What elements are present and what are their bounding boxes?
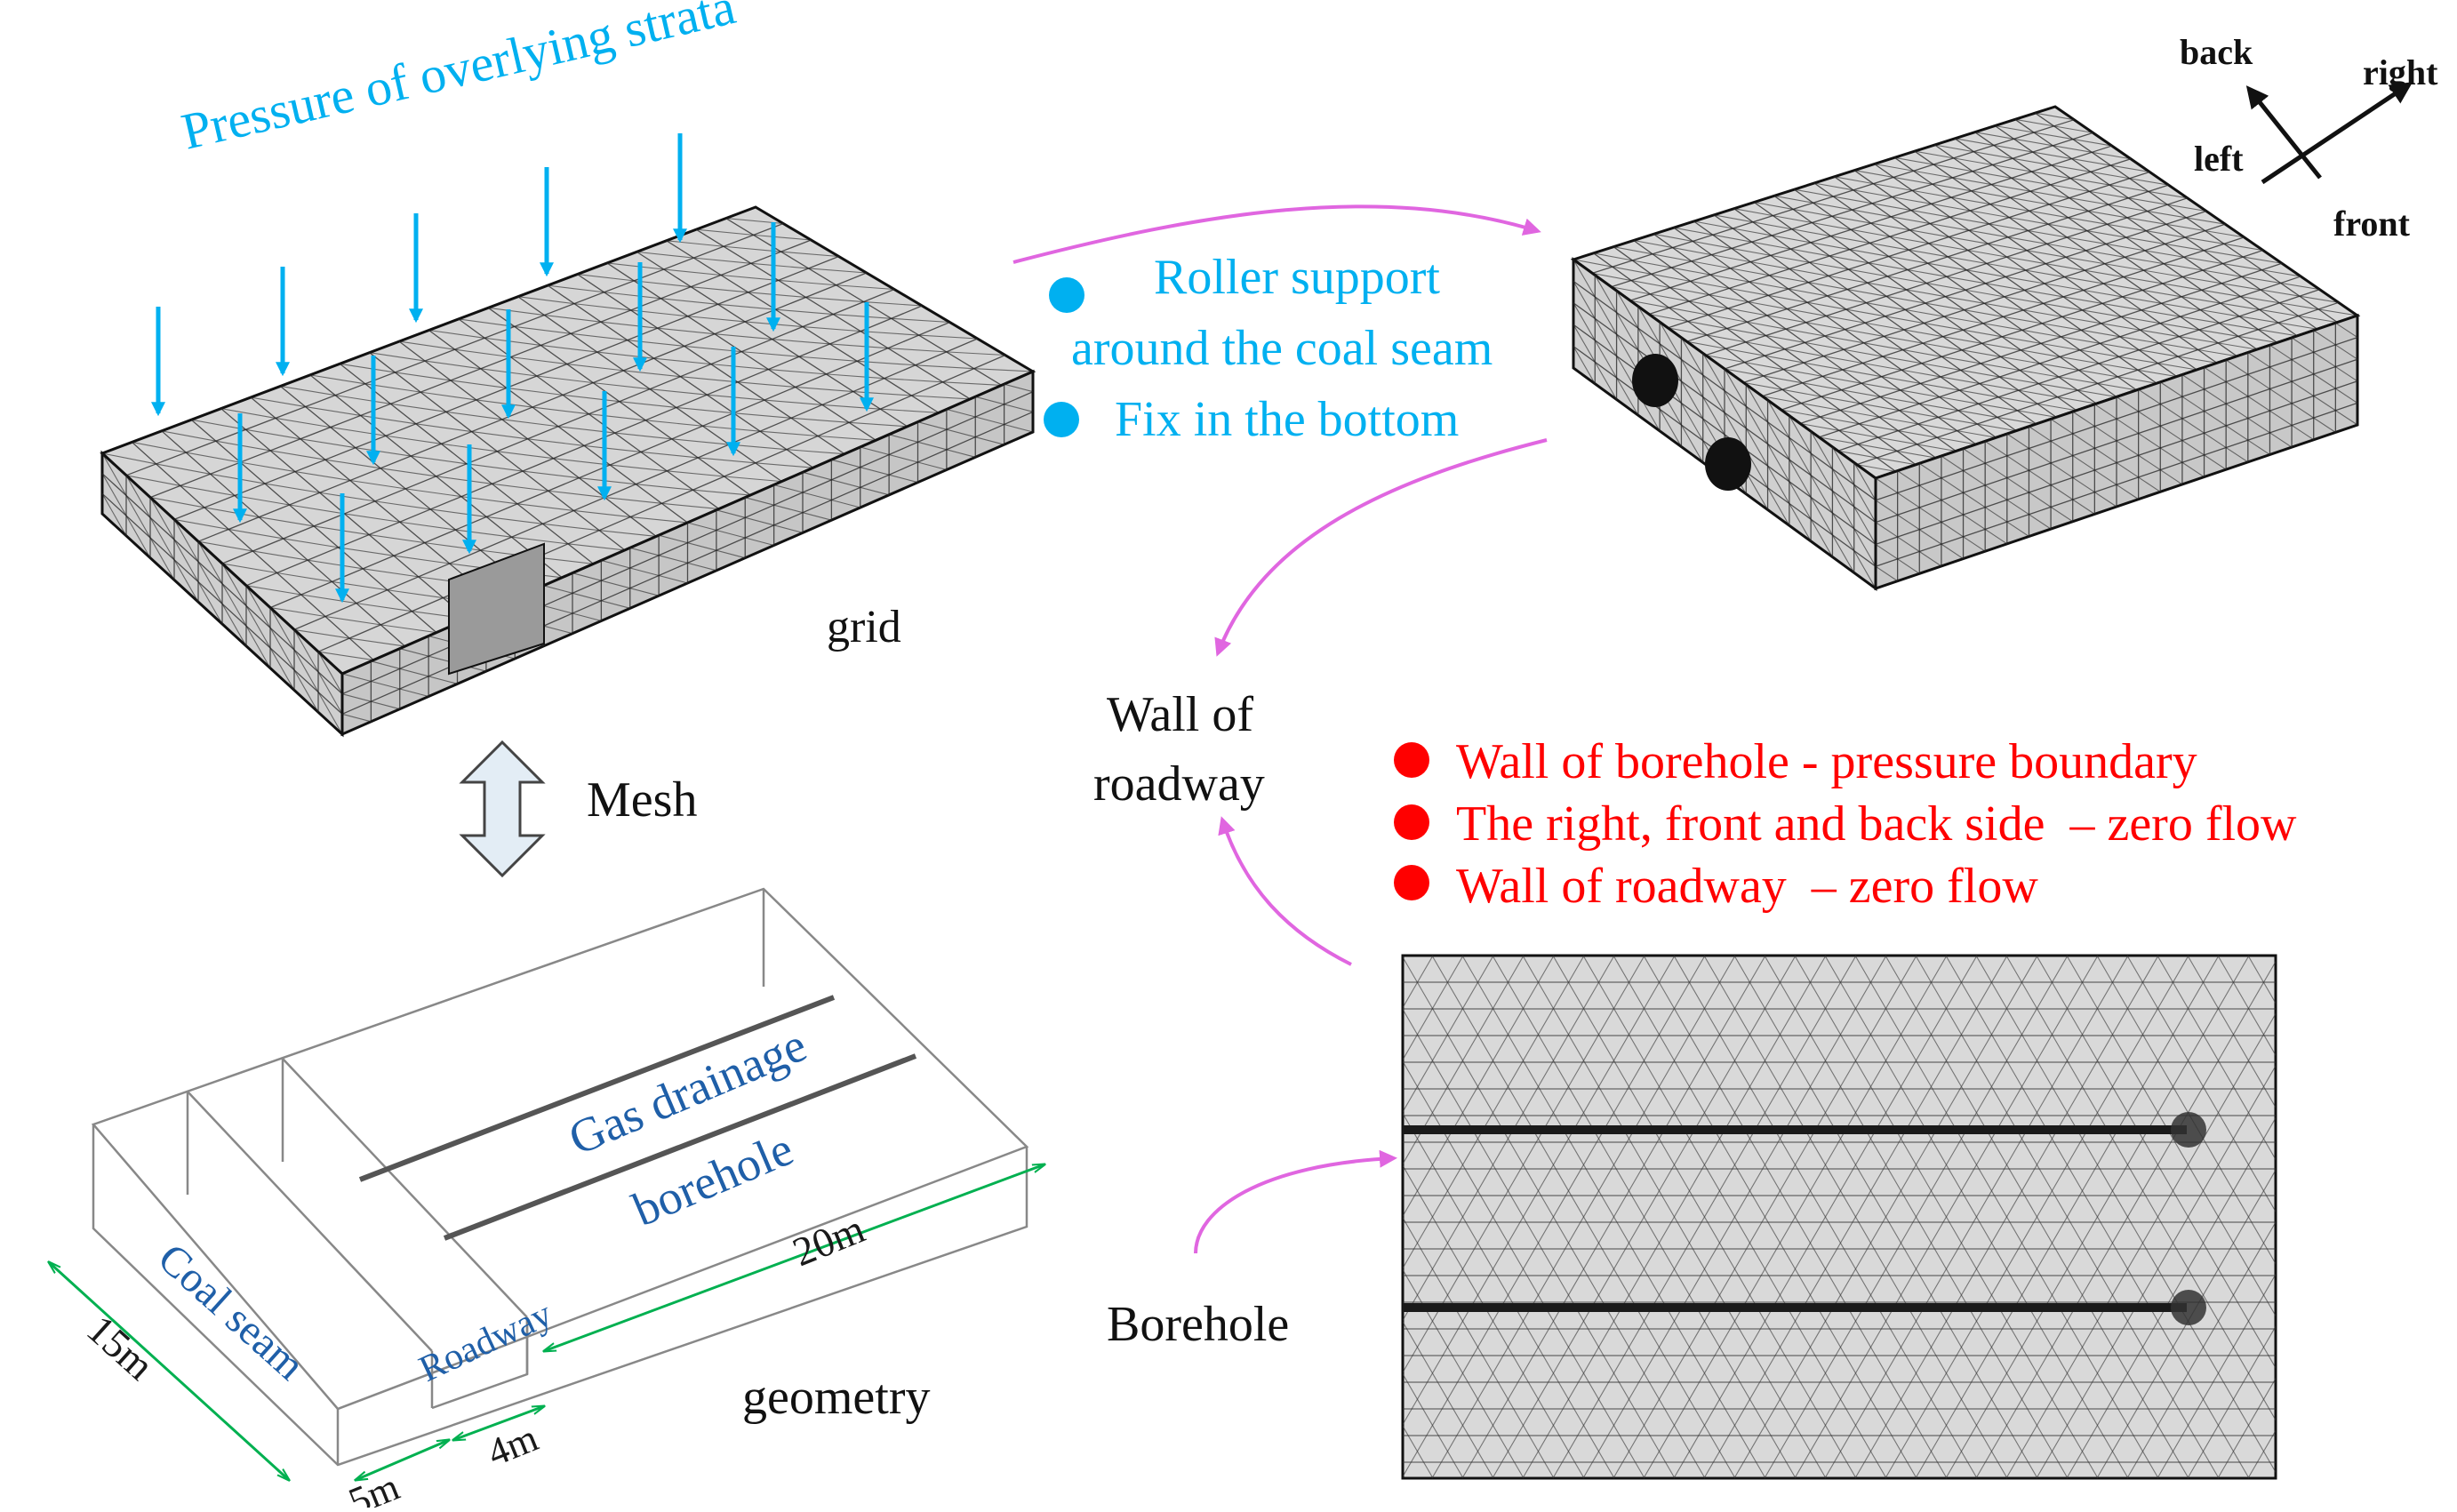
dim-roadway-label: 4m <box>481 1416 543 1475</box>
dim-width-line <box>49 1262 289 1480</box>
borehole-rod-1 <box>358 995 836 1182</box>
geometry-caption: geometry <box>742 1370 930 1425</box>
double-arrow-icon <box>459 740 546 878</box>
flow-bc-bullet-icon <box>1394 742 1429 778</box>
mesh-double-arrow: Mesh <box>459 740 697 878</box>
axis-right-arrow-icon <box>2261 82 2413 185</box>
coal-seam-label: Coal seam <box>149 1235 314 1389</box>
plan-mesh-lines <box>1403 956 2276 1478</box>
grid3d-borehole-2-icon <box>1705 437 1751 491</box>
plan-view-frame <box>1401 954 2277 1480</box>
mesh-lines <box>101 218 1034 661</box>
flow-bc-outer-sides: The right, front and back side – zero fl… <box>1456 796 2297 852</box>
dim-coal-line <box>356 1440 449 1480</box>
axis-back-label: back <box>2180 32 2253 72</box>
dim-roadway-line <box>453 1406 544 1440</box>
mesh-label: Mesh <box>587 772 697 828</box>
mechanical-boundary-conditions: Roller support around the coal seam Fix … <box>1044 250 1493 447</box>
gas-drainage-label-line2: borehole <box>625 1122 800 1236</box>
flow-bc-borehole-wall: Wall of borehole - pressure boundary <box>1456 734 2197 789</box>
mesh-lines <box>1573 112 2358 472</box>
flow-bc-bullet-icon <box>1394 804 1429 840</box>
flow-boundary-conditions: Wall of borehole - pressure boundary The… <box>1394 734 2297 914</box>
flow-bc-bullet-icon <box>1394 865 1429 900</box>
pressure-load-arrows <box>150 133 875 604</box>
wall-of-roadway-label-line2: roadway <box>1093 756 1265 812</box>
geometry-panel: 15m 5m 4m 20m Coal seam Roadway Gas drai… <box>49 887 1044 1512</box>
axis-front-label: front <box>2333 204 2411 244</box>
grid-mesh-panel: grid Pressure of overlying strata <box>100 0 1036 738</box>
connector-arrows <box>1012 204 1548 1254</box>
grid-roadway-dense-mesh <box>448 542 545 676</box>
borehole-label: Borehole <box>1107 1297 1289 1352</box>
arrow-to-wall-of-roadway-icon <box>1214 438 1548 657</box>
mesh-lines <box>1875 322 2358 582</box>
plan-view-mesh-panel <box>1401 954 2277 1480</box>
grid-3d-mesh-panel <box>1570 105 2361 591</box>
bc-bullet-icon <box>1049 277 1084 313</box>
dim-length-label: 20m <box>787 1205 871 1275</box>
grid-caption: grid <box>827 602 901 652</box>
plan-borehole-1 <box>1403 1125 2187 1134</box>
dim-length-line <box>544 1164 1044 1351</box>
bc-fix-bottom: Fix in the bottom <box>1115 392 1459 447</box>
roadway-label: Roadway <box>413 1293 558 1390</box>
dim-coal-label: 5m <box>342 1465 404 1508</box>
grid3d-borehole-1-icon <box>1632 354 1678 407</box>
bc-roller-support-line1: Roller support <box>1154 250 1440 305</box>
dim-width-label: 15m <box>78 1307 163 1389</box>
arrow-from-borehole-label-icon <box>1194 1149 1397 1254</box>
wall-of-roadway-label-line1: Wall of <box>1107 687 1253 742</box>
plan-borehole-1-end-icon <box>2171 1112 2206 1148</box>
plan-borehole-2 <box>1403 1303 2187 1312</box>
orientation-axes: back right left front <box>2180 32 2438 244</box>
axis-left-label: left <box>2194 139 2244 179</box>
mesh-lines <box>101 452 343 735</box>
arrow-from-plan-view-icon <box>1218 816 1352 966</box>
axis-right-label: right <box>2363 52 2438 92</box>
bc-roller-support-line2: around the coal seam <box>1071 321 1493 376</box>
bc-bullet-icon <box>1044 402 1079 437</box>
plan-borehole-2-end-icon <box>2171 1290 2206 1325</box>
arrow-to-3d-grid-icon <box>1012 204 1541 264</box>
overlying-pressure-label: Pressure of overlying strata <box>176 0 740 161</box>
axis-back-arrow-icon <box>2245 85 2322 180</box>
flow-bc-roadway-wall: Wall of roadway – zero flow <box>1456 859 2038 914</box>
borehole-rod-2 <box>443 1053 917 1241</box>
